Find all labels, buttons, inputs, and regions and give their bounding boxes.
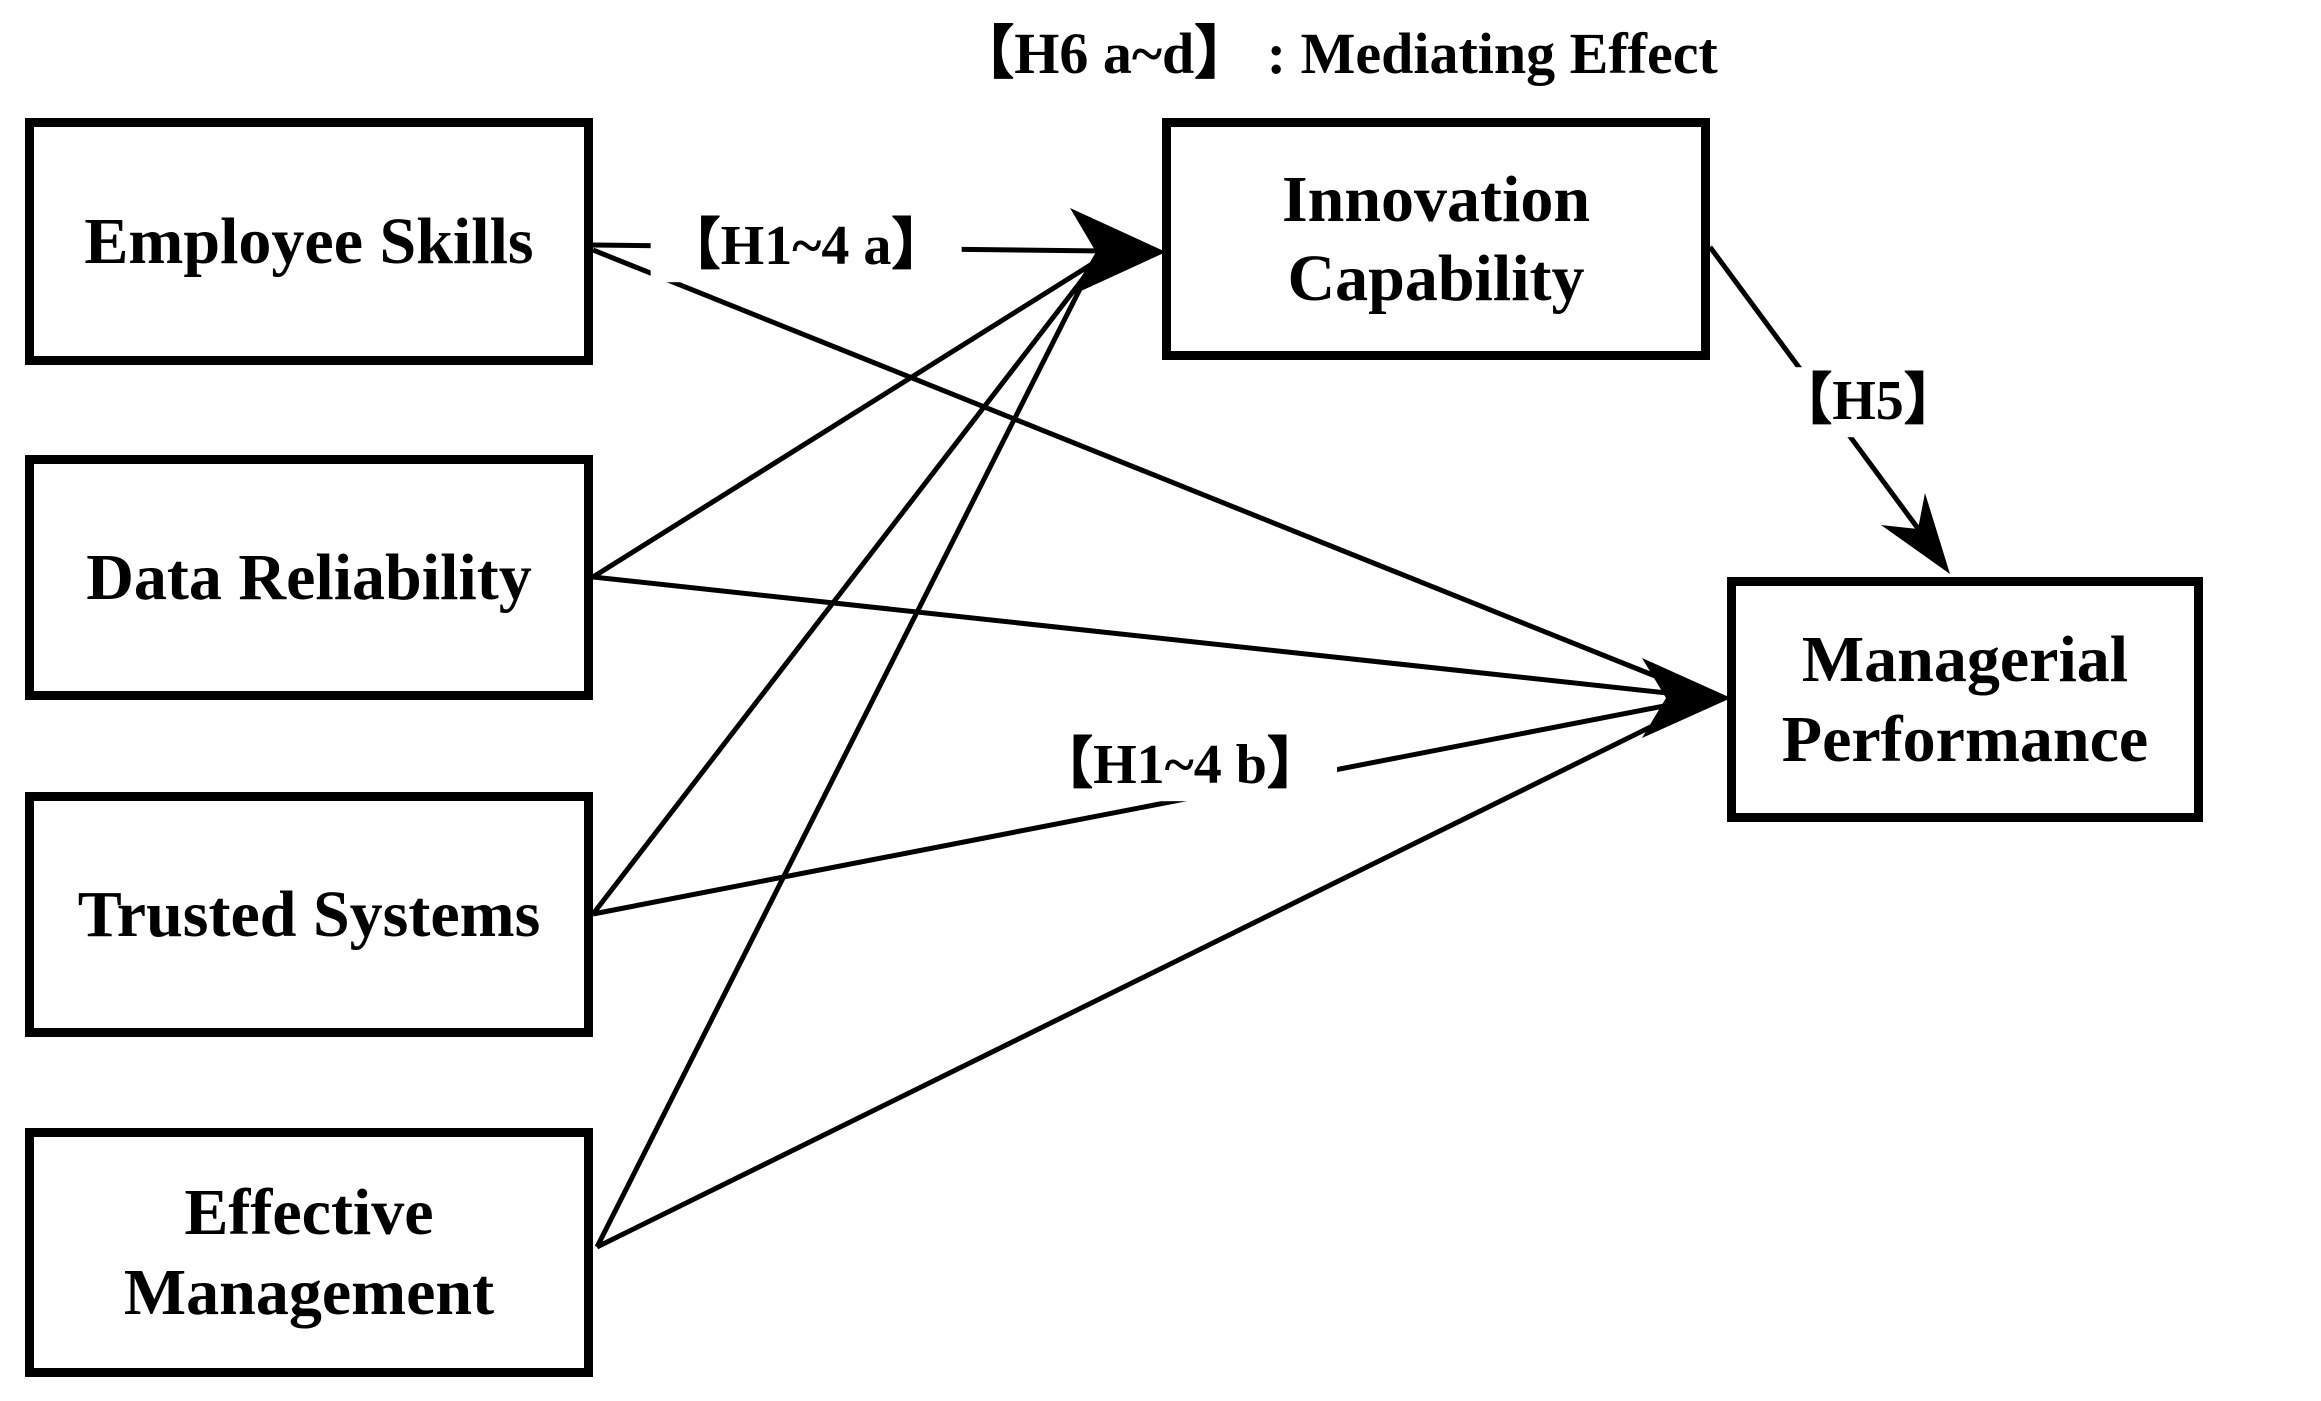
node-effective-management: Effective Management (25, 1128, 593, 1377)
edge-data-reliability-to-innovation-capability (591, 256, 1102, 580)
node-innovation-capability: Innovation Capability (1162, 118, 1710, 360)
arrowhead-h5-into-managerial-performance (1881, 493, 1950, 574)
arrowhead-into-innovation-capability (1070, 208, 1166, 296)
node-innovation-capability-label: Innovation Capability (1281, 162, 1591, 315)
edge-label-h1-4b: 【H1~4 b】 (1023, 731, 1337, 801)
edge-label-h5: 【H5】 (1762, 367, 1974, 437)
edge-employee-skills-to-managerial-performance (592, 247, 1696, 695)
edge-trusted-systems-to-innovation-capability (591, 265, 1094, 916)
node-data-reliability-label: Data Reliability (86, 540, 532, 614)
edge-effective-management-to-innovation-capability (594, 275, 1089, 1249)
node-employee-skills: Employee Skills (25, 118, 593, 365)
node-managerial-performance: Managerial Performance (1727, 577, 2203, 822)
node-trusted-systems-label: Trusted Systems (77, 877, 541, 951)
edge-label-h1-4a: 【H1~4 a】 (650, 212, 962, 282)
edge-effective-management-to-managerial-performance (595, 702, 1697, 1250)
diagram-title: 【H6 a~d】 : Mediating Effect (956, 21, 1718, 86)
edge-data-reliability-to-managerial-performance (592, 574, 1696, 699)
edge-trusted-systems-to-managerial-performance (592, 697, 1696, 917)
node-employee-skills-label: Employee Skills (84, 204, 534, 278)
arrowhead-into-managerial-performance (1642, 658, 1731, 738)
node-trusted-systems: Trusted Systems (25, 792, 593, 1037)
node-managerial-performance-label: Managerial Performance (1781, 623, 2149, 776)
node-effective-management-label: Effective Management (123, 1176, 495, 1329)
node-data-reliability: Data Reliability (25, 455, 593, 700)
